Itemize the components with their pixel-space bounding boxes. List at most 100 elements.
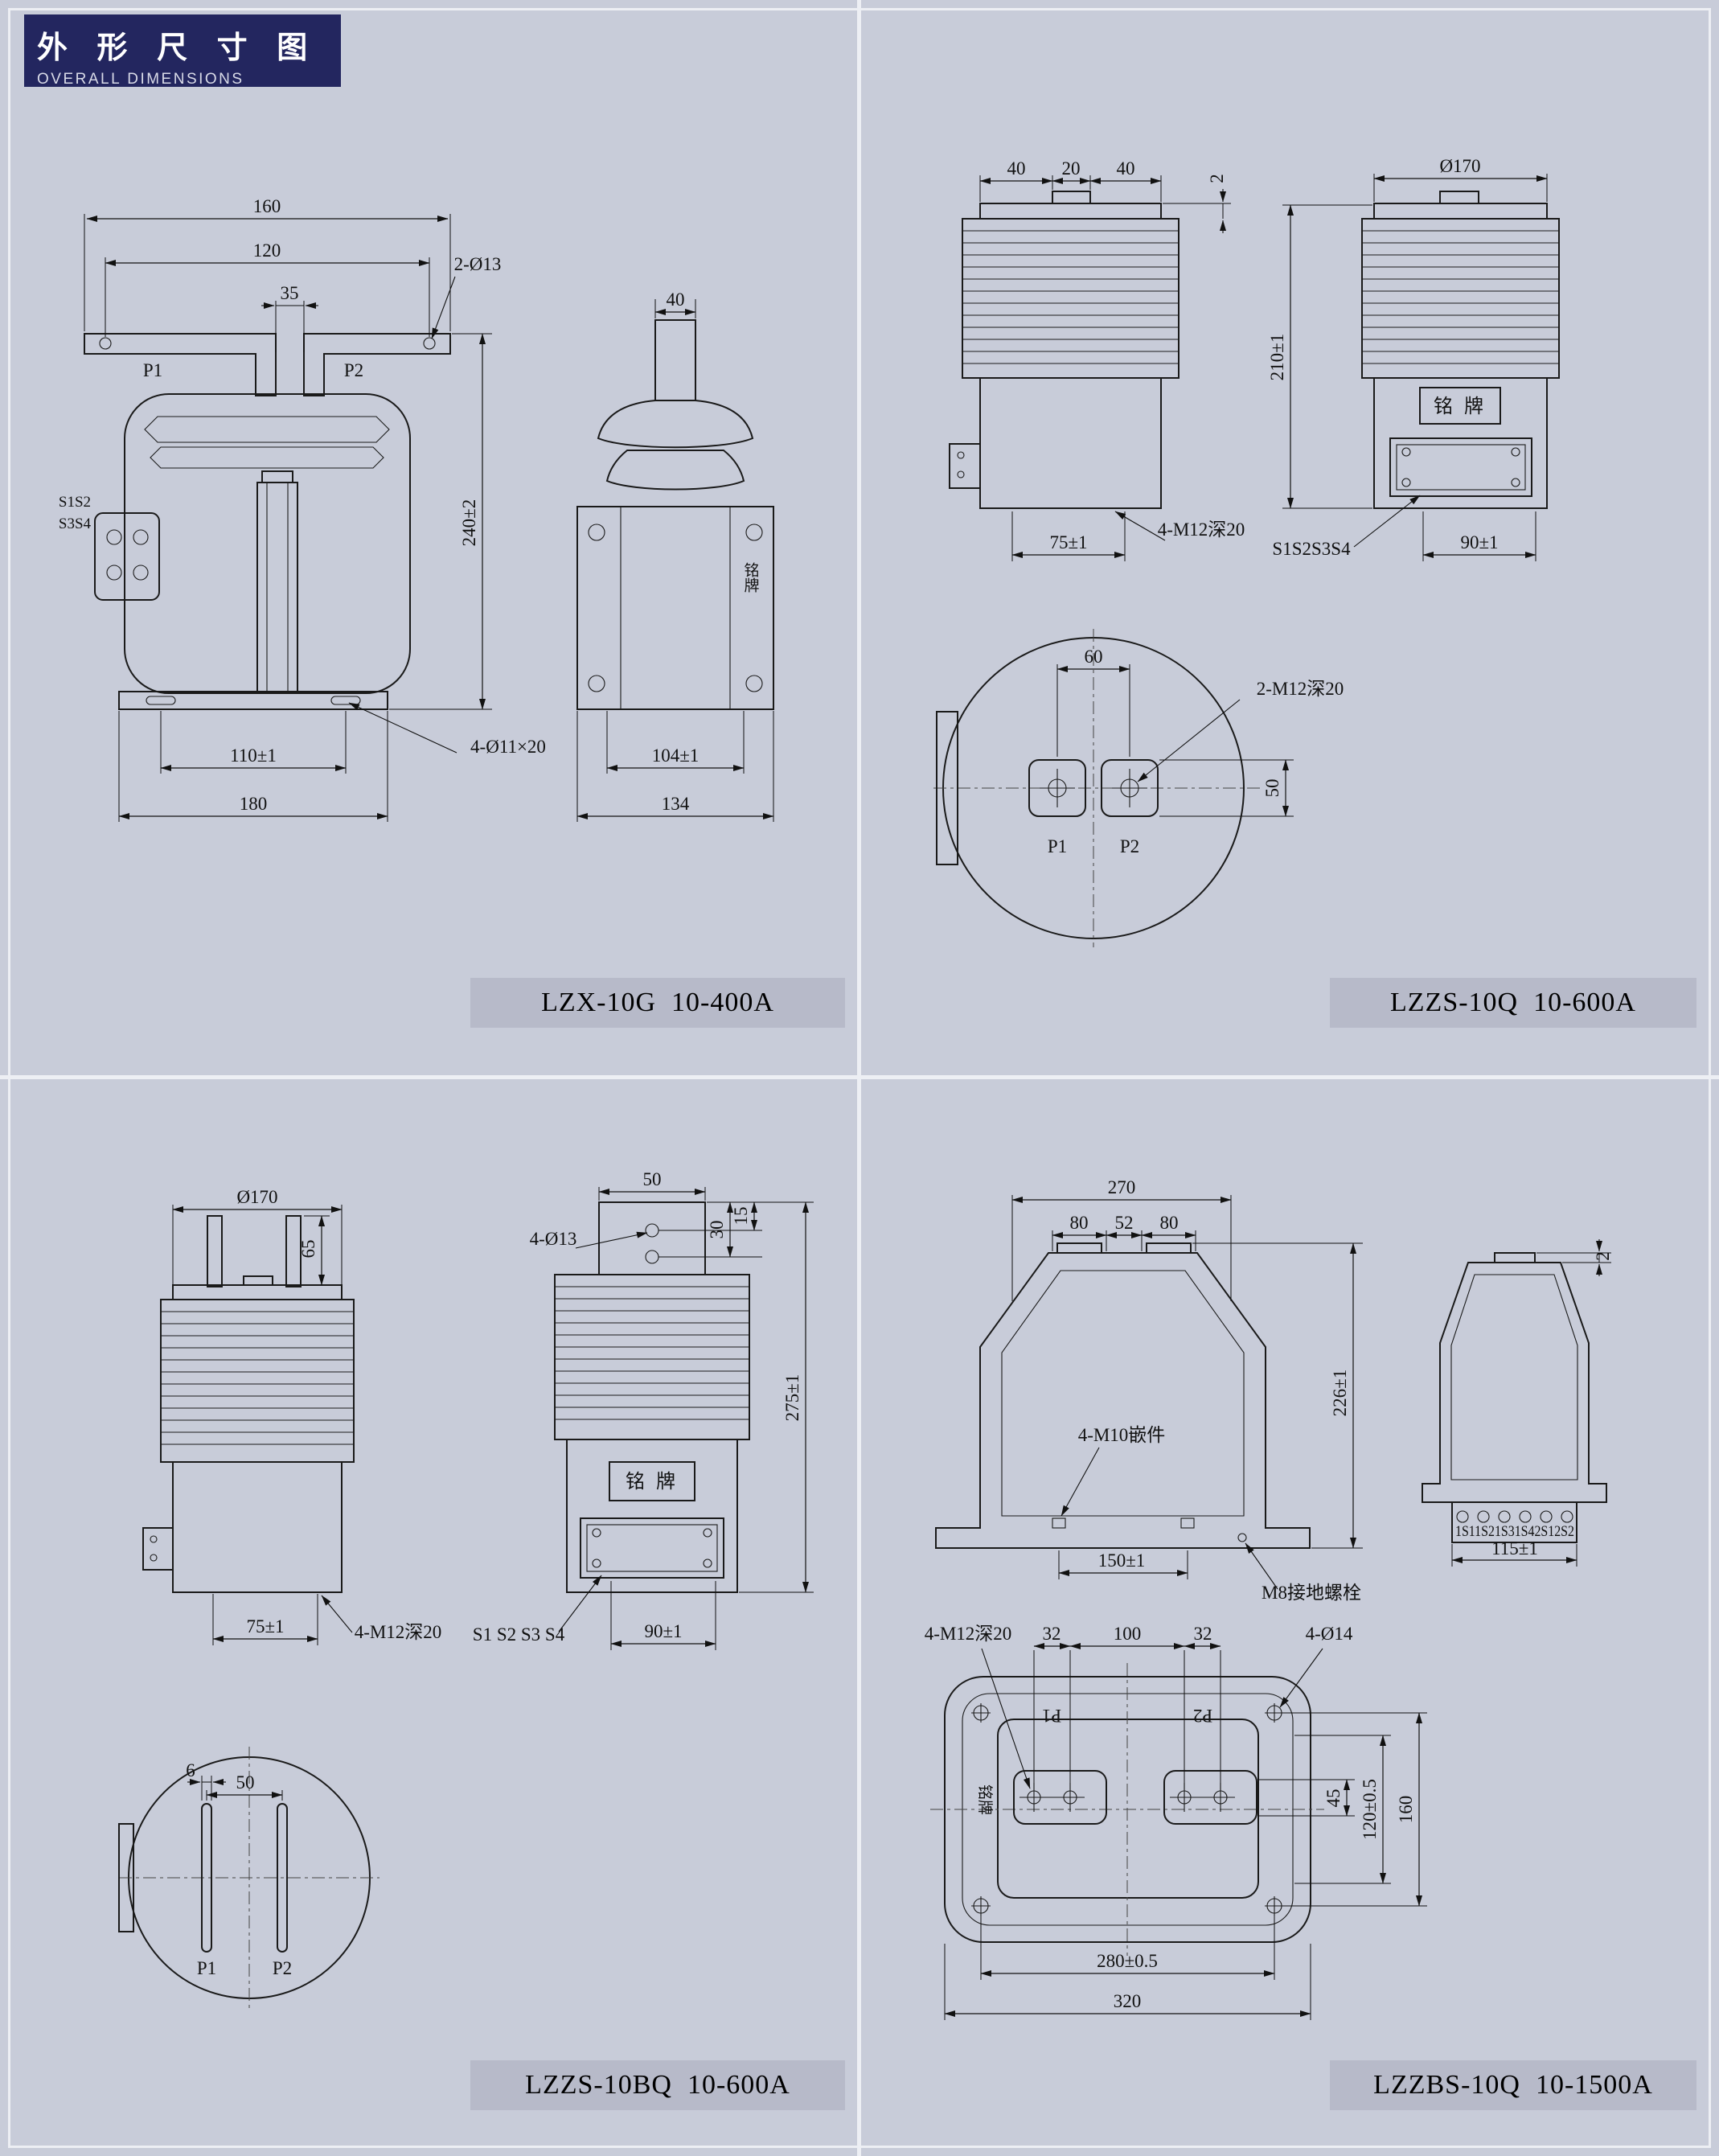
dim-134: 134 — [662, 794, 690, 814]
p2-hole — [423, 337, 436, 350]
label-top-holes: 2-Ø13 — [454, 254, 502, 274]
centerlines — [930, 1663, 1324, 1956]
top-tab-2 — [1146, 1242, 1192, 1254]
leader-top-holes — [1137, 699, 1241, 782]
base-slot-left — [146, 696, 176, 705]
label-p2: P2 — [1193, 1706, 1212, 1726]
rib-lines-side — [555, 1286, 749, 1420]
dim-75: 75±1 — [246, 1616, 284, 1637]
dim-90: 90±1 — [644, 1621, 682, 1641]
lzx10g-front-view — [84, 333, 451, 710]
dim-52: 52 — [1115, 1213, 1134, 1233]
top-plate-front — [1373, 203, 1548, 220]
leader-secondary — [558, 1575, 602, 1632]
dim-32a: 32 — [1043, 1624, 1061, 1644]
leader-secondary — [1353, 495, 1421, 548]
label-p2: P2 — [1120, 836, 1139, 856]
leader-inserts — [321, 1595, 353, 1633]
boss-p1 — [1013, 1770, 1107, 1825]
base-plate — [118, 691, 388, 710]
terminal-bar-2 — [285, 1215, 302, 1287]
dim-2: 2 — [1207, 174, 1227, 183]
dim-160: 160 — [253, 196, 281, 216]
dim-32b: 32 — [1194, 1624, 1212, 1644]
insert-left — [1052, 1517, 1066, 1529]
leader-base-slots — [348, 702, 457, 754]
secondary-terminal-box — [94, 512, 160, 601]
centerlines — [933, 629, 1262, 947]
lzzs10q-front-view — [1361, 191, 1560, 509]
model-label-lzzs10q: LZZS-10Q 10-600A — [1330, 978, 1696, 1028]
lzzs10bq-dimensions: Ø170 65 75±1 4-M12深20 50 4-Ø13 30 15 275… — [172, 1169, 814, 1978]
dim-30: 30 — [707, 1221, 727, 1239]
primary-bar-p2 — [303, 333, 451, 396]
label-inserts-m10: 4-M10嵌件 — [1078, 1425, 1166, 1445]
dim-40a: 40 — [1007, 158, 1026, 179]
terminal-bracket — [949, 443, 981, 489]
label-corner-holes: 4-Ø14 — [1306, 1624, 1353, 1644]
dim-2: 2 — [1593, 1251, 1613, 1261]
dim-dia170: Ø170 — [236, 1187, 277, 1207]
label-nameplate-plan: 铭牌 — [976, 1784, 994, 1815]
lower-body — [979, 377, 1162, 509]
label-nameplate: 铭 牌 — [1434, 396, 1487, 417]
quadrant-divider-horizontal — [0, 1075, 1719, 1079]
lzzbs10q-side-view — [1422, 1252, 1607, 1543]
dim-80a: 80 — [1070, 1213, 1089, 1233]
lzzs10q-side-view — [949, 191, 1180, 509]
sheet-title-cn: 外 形 尺 寸 图 — [37, 31, 318, 65]
leader-inserts-m10 — [1061, 1447, 1100, 1517]
dim-45: 45 — [1323, 1789, 1344, 1808]
leader-inserts — [1114, 511, 1166, 541]
lzzbs10q-plan-view — [930, 1663, 1324, 1956]
label-base-slots: 4-Ø11×20 — [470, 737, 546, 757]
corner-hole-crosshairs — [971, 1703, 1284, 1916]
top-tab-1 — [1056, 1242, 1102, 1254]
leader-bracket-holes — [575, 1231, 648, 1249]
dim-50slot: 50 — [236, 1772, 255, 1793]
center-column — [256, 482, 298, 694]
label-p1: P1 — [197, 1958, 216, 1978]
label-inserts: 4-M12深20 — [355, 1622, 442, 1642]
lzx10g-dimensions: 160 120 35 2-Ø13 P1 P2 S1S2 S3S4 240±2 1… — [59, 196, 774, 822]
insulator-skirt-2 — [605, 450, 745, 491]
primary-bar-p1 — [84, 333, 277, 396]
quadrant-lzzs10bq: Ø170 65 75±1 4-M12深20 50 4-Ø13 30 15 275… — [118, 1169, 814, 2009]
dim-110: 110±1 — [230, 745, 277, 766]
dim-320: 320 — [1114, 1991, 1142, 2011]
dim-15: 15 — [731, 1207, 751, 1226]
terminal-strip — [1451, 1501, 1577, 1543]
dim-226: 226±1 — [1330, 1370, 1350, 1417]
dim-50: 50 — [1262, 779, 1282, 798]
ribbed-section-side — [554, 1274, 750, 1440]
hole-crosshairs — [1040, 769, 1147, 807]
label-nameplate: 铭 牌 — [626, 1471, 679, 1493]
dim-60: 60 — [1085, 647, 1103, 667]
top-plate — [172, 1284, 343, 1300]
dim-dia170: Ø170 — [1439, 156, 1480, 176]
secondary-box — [580, 1517, 724, 1579]
label-s3s4: S3S4 — [59, 515, 92, 532]
boss-p1 — [1028, 759, 1086, 817]
dim-50top: 50 — [643, 1169, 662, 1189]
dim-75: 75±1 — [1049, 532, 1087, 552]
lower-body-side — [566, 1439, 738, 1593]
nameplate-box — [609, 1461, 695, 1501]
label-secondary: S1S2S3S4 — [1272, 539, 1351, 559]
insert-right — [1180, 1517, 1195, 1529]
quadrant-lzx10g: 160 120 35 2-Ø13 P1 P2 S1S2 S3S4 240±2 1… — [59, 196, 774, 822]
side-tab — [936, 711, 958, 865]
terminal-bracket — [142, 1527, 174, 1571]
body-mold-lines — [144, 416, 390, 469]
slot-p2 — [277, 1803, 288, 1953]
extension-lines — [979, 174, 1548, 817]
dim-180: 180 — [240, 794, 268, 814]
secondary-box — [1389, 437, 1532, 497]
dim-80b: 80 — [1160, 1213, 1179, 1233]
lzzbs10q-front-view — [935, 1242, 1311, 1549]
rib-lines — [161, 1311, 354, 1445]
lower-body-front — [1373, 377, 1548, 509]
mounting-plate — [576, 506, 774, 710]
dim-240: 240±2 — [459, 499, 479, 547]
dim-20: 20 — [1062, 158, 1081, 179]
